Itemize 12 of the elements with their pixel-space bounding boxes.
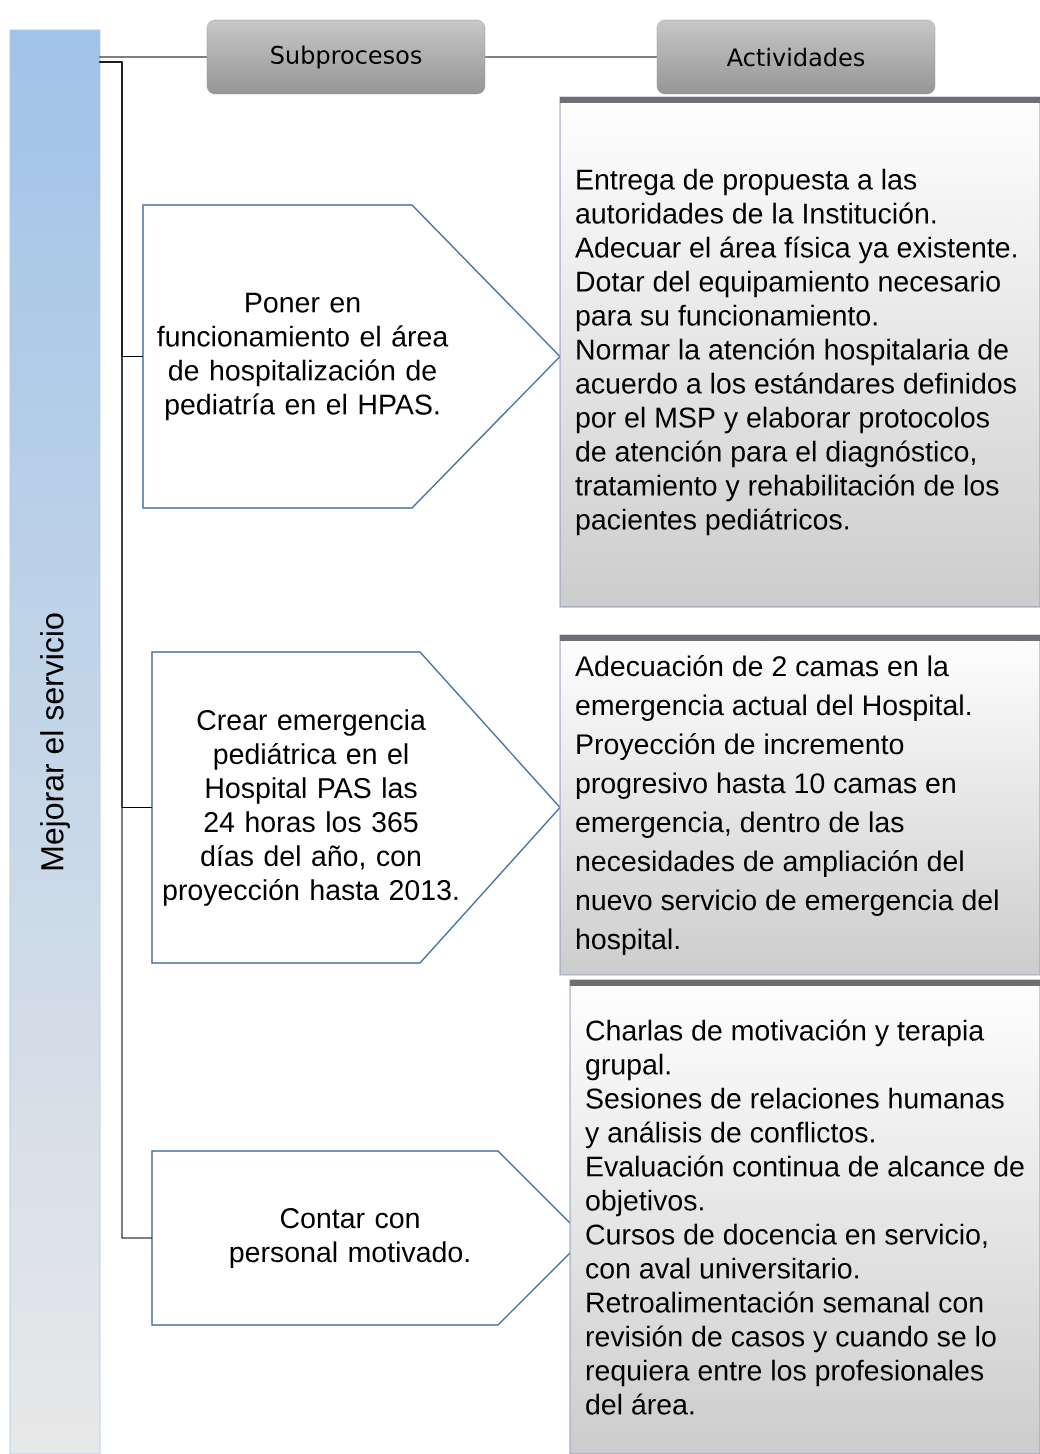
- header-button: Subprocesos: [206, 19, 486, 95]
- pentagon-box: Contar con personal motivado.: [151, 1150, 587, 1326]
- side-band: Mejorar el servicio: [9, 29, 101, 1454]
- pentagon-box: Crear emergencia pediátrica en el Hospital PAS las 24 horas los 365 días del año, con proyección hasta 2013.: [151, 651, 561, 964]
- connector-line: [98, 56, 208, 58]
- connector-line: [98, 61, 153, 1239]
- header-button: Actividades: [656, 19, 936, 95]
- activity-box: Charlas de motivación y terapia grupal. Sesiones de relaciones humanas y análisis de conflictos. Evaluación continua de alcance de objetivos. Cursos de docencia en servicio, con aval universitario. Retroalimentación semanal con revisión de casos y cuando se lo requiera entre los profesionales del área.: [569, 979, 1040, 1454]
- activity-box: Entrega de propuesta a las autoridades de la Institución. Adecuar el área física ya existente. Dotar del equipamiento necesario para su funcionamiento. Normar la atención hospitalaria de acuerdo a los estándares definidos por el MSP y elaborar protocolos de atención para el diagnóstico, tratamiento y rehabilitación de los pacientes pediátricos.: [559, 96, 1040, 608]
- connector-line: [484, 56, 658, 58]
- activity-box: Adecuación de 2 camas en la emergencia actual del Hospital. Proyección de incremento progresivo hasta 10 camas en emergencia, dentro de las necesidades de ampliación del nuevo servicio de emergencia del hospital.: [559, 634, 1040, 976]
- pentagon-box: Poner en funcionamiento el área de hospitalización de pediatría en el HPAS.: [142, 204, 562, 509]
